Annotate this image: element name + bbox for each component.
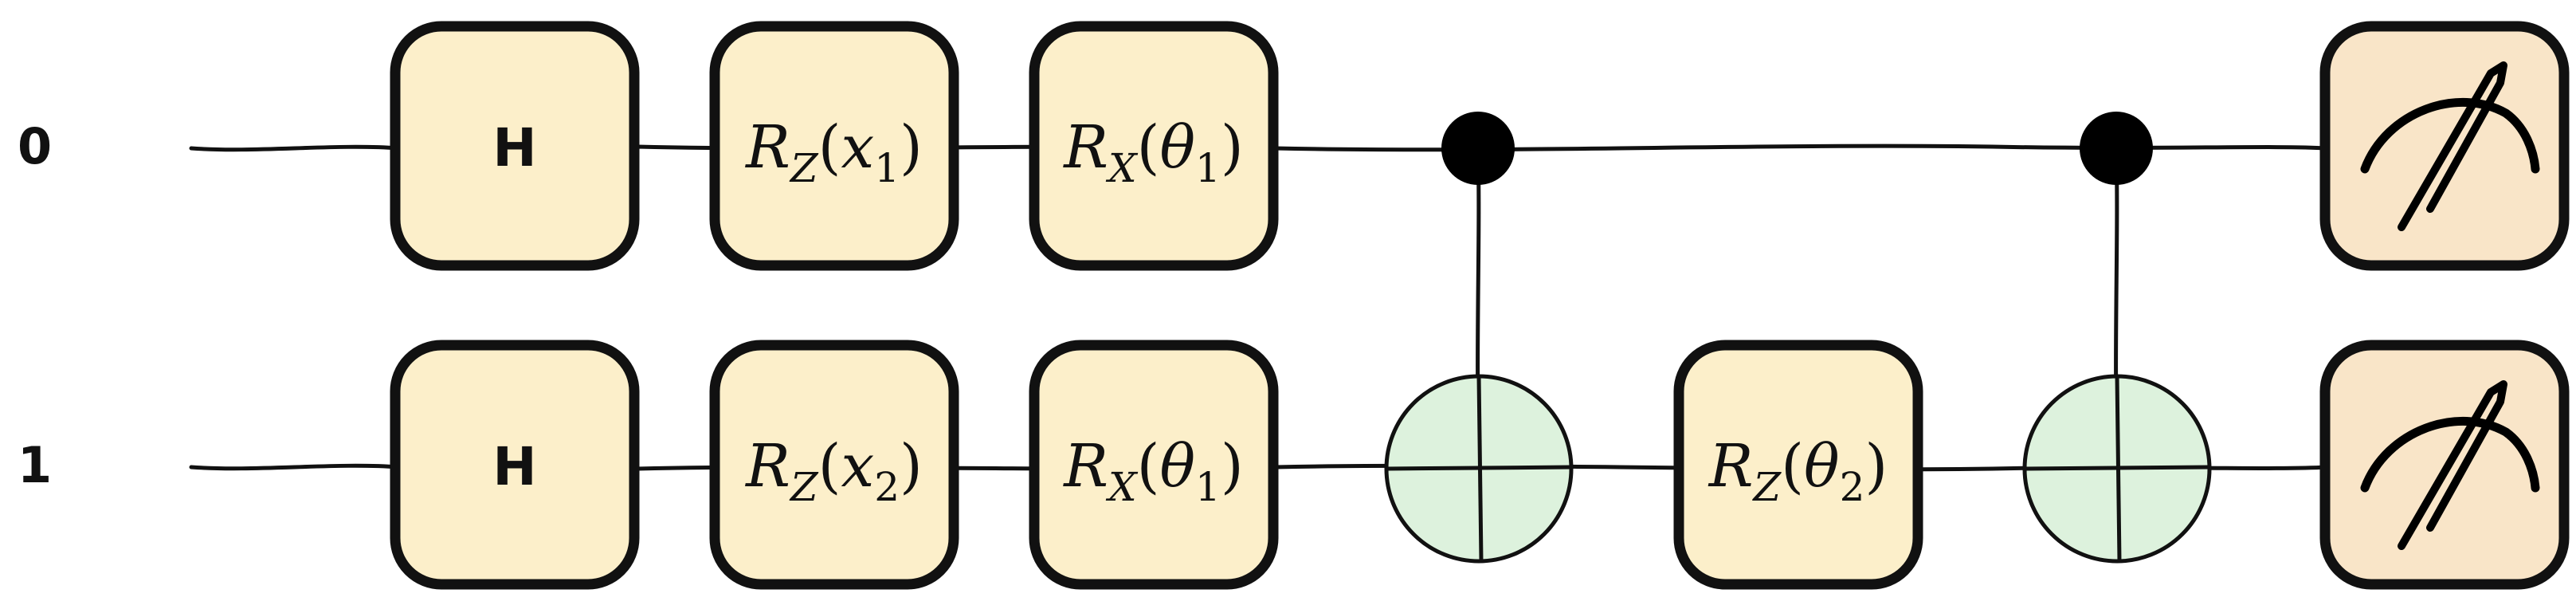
gate-label: RX(θ1) [1062, 432, 1243, 510]
measurement-meter-icon [2360, 380, 2540, 550]
meter-needle [2398, 61, 2507, 231]
measurement-q0 [2319, 21, 2570, 271]
gate-label: RX(θ1) [1062, 113, 1243, 191]
control-dot-icon [2080, 112, 2153, 185]
gate-label: RZ(θ2) [1708, 432, 1888, 510]
gate-h-q1: H [390, 340, 640, 590]
gate-box [1673, 340, 1923, 590]
gate-rz-x2-q1: RZ(x2) [709, 340, 959, 590]
gate-box [1029, 21, 1279, 271]
cnot-target-icon [2022, 374, 2212, 564]
gate-rx-theta1-q0: RX(θ1) [1029, 21, 1279, 271]
target-cross-horizontal [1386, 465, 1572, 471]
gate-box [390, 21, 640, 271]
gate-label: H [492, 436, 536, 497]
control-dot-icon [1441, 112, 1515, 185]
qubit-label-1: 1 [18, 436, 52, 494]
gate-rz-x1-q0: RZ(x1) [709, 21, 959, 271]
gate-box [390, 340, 640, 590]
measurement-meter-icon [2360, 61, 2540, 231]
gate-box [1029, 340, 1279, 590]
gate-label: RZ(x1) [744, 113, 923, 191]
qubit-label-0: 0 [18, 117, 52, 175]
gate-label: H [492, 117, 536, 179]
target-cross-horizontal [2024, 465, 2210, 471]
gate-h-q0: H [390, 21, 640, 271]
gate-box [709, 21, 959, 271]
gate-rx-theta1-q1: RX(θ1) [1029, 340, 1279, 590]
gate-label: RZ(x2) [744, 432, 923, 510]
gate-box [709, 340, 959, 590]
cnot-target-icon [1384, 374, 1574, 564]
gate-rz-theta2-q1: RZ(θ2) [1673, 340, 1923, 590]
meter-needle [2398, 380, 2507, 550]
measurement-q1 [2319, 340, 2570, 590]
